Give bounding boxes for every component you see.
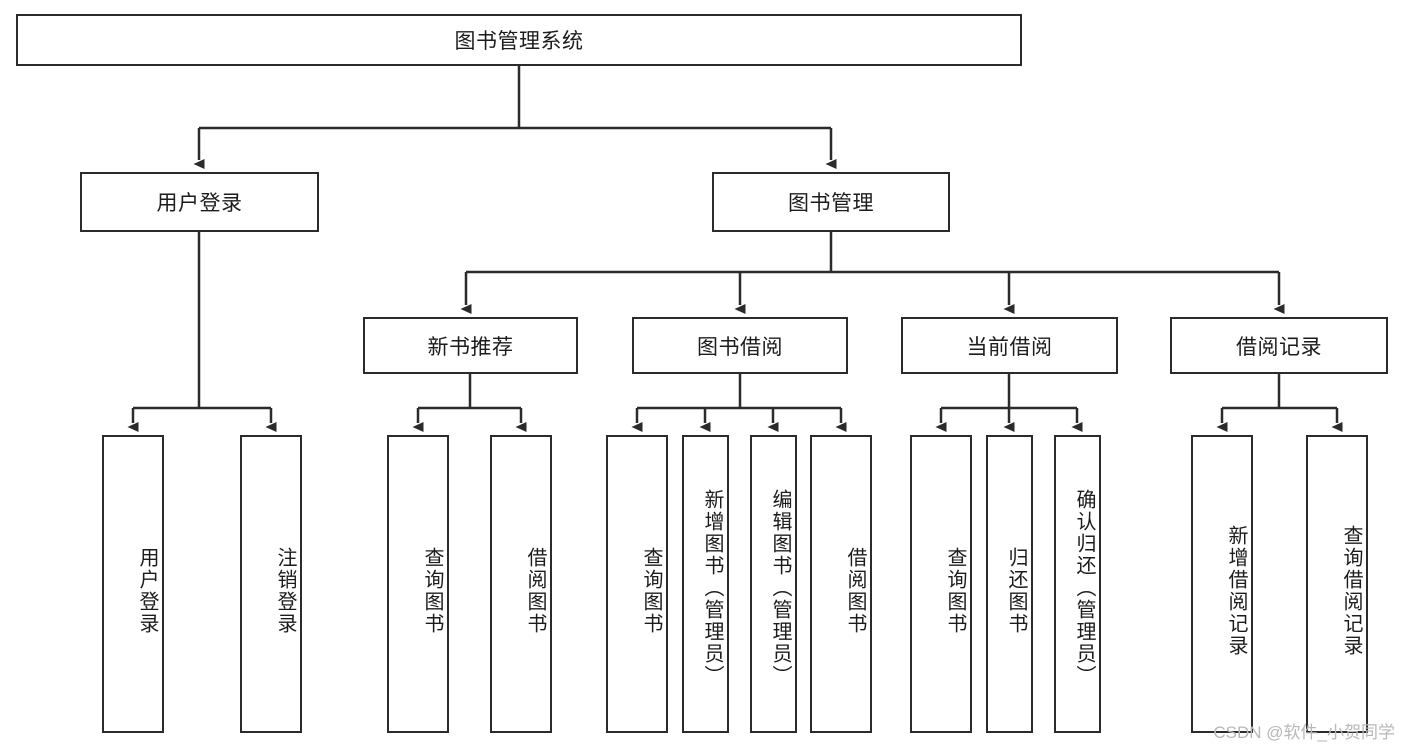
- leaf-borrow-borrow-book[interactable]: 借阅图书: [810, 435, 872, 733]
- node-label: 注销登录: [274, 547, 296, 635]
- node-label: 查询图书: [421, 547, 443, 635]
- node-current-borrow[interactable]: 当前借阅: [901, 317, 1118, 374]
- node-label: 查询图书: [944, 547, 966, 635]
- node-label: 新增图书（管理员）: [701, 489, 723, 687]
- leaf-borrow-add-book-admin[interactable]: 新增图书（管理员）: [682, 435, 729, 733]
- leaf-current-return-book[interactable]: 归还图书: [986, 435, 1033, 733]
- node-label: 图书借阅: [697, 335, 783, 359]
- leaf-current-query-book[interactable]: 查询图书: [910, 435, 972, 733]
- node-label: 确认归还（管理员）: [1073, 489, 1095, 687]
- node-label: 新书推荐: [427, 335, 514, 359]
- node-new-book-recommend[interactable]: 新书推荐: [363, 317, 578, 374]
- node-book-management[interactable]: 图书管理: [712, 172, 950, 232]
- node-root-system[interactable]: 图书管理系统: [16, 14, 1022, 66]
- leaf-borrow-query-book[interactable]: 查询图书: [606, 435, 668, 733]
- node-label: 用户登录: [136, 547, 158, 635]
- node-label: 编辑图书（管理员）: [769, 489, 791, 687]
- node-book-borrow[interactable]: 图书借阅: [632, 317, 848, 374]
- leaf-recommend-query-book[interactable]: 查询图书: [387, 435, 449, 733]
- node-label: 归还图书: [1005, 547, 1027, 635]
- node-label: 当前借阅: [966, 335, 1053, 359]
- leaf-record-query-record[interactable]: 查询借阅记录: [1306, 435, 1368, 733]
- node-label: 用户登录: [156, 192, 243, 215]
- node-label: 图书管理系统: [454, 30, 584, 53]
- node-label: 新增借阅记录: [1225, 525, 1247, 657]
- watermark: CSDN @软件_小贺同学: [1213, 723, 1395, 742]
- node-label: 查询图书: [640, 547, 662, 635]
- node-label: 图书管理: [788, 192, 874, 215]
- leaf-user-login-login[interactable]: 用户登录: [102, 435, 164, 733]
- leaf-record-add-record[interactable]: 新增借阅记录: [1191, 435, 1253, 733]
- node-label: 借阅图书: [524, 547, 546, 635]
- node-label: 借阅图书: [844, 547, 866, 635]
- leaf-current-confirm-return-admin[interactable]: 确认归还（管理员）: [1054, 435, 1101, 733]
- leaf-borrow-edit-book-admin[interactable]: 编辑图书（管理员）: [750, 435, 797, 733]
- node-label: 借阅记录: [1236, 335, 1322, 359]
- node-label: 查询借阅记录: [1340, 525, 1362, 657]
- leaf-recommend-borrow-book[interactable]: 借阅图书: [490, 435, 552, 733]
- node-borrow-record[interactable]: 借阅记录: [1170, 317, 1388, 374]
- leaf-user-login-logout[interactable]: 注销登录: [240, 435, 302, 733]
- node-user-login[interactable]: 用户登录: [80, 172, 319, 232]
